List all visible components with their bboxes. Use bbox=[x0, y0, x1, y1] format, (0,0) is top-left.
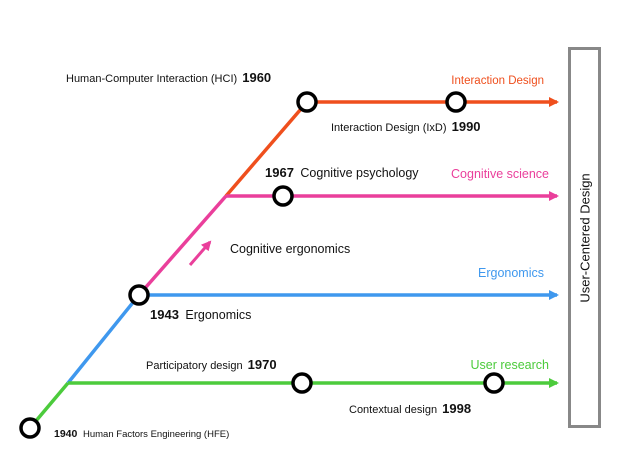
label-contextual-design: Contextual design 1998 bbox=[349, 401, 471, 416]
label-user-research: User research bbox=[471, 358, 550, 372]
label-ergonomics-1943: 1943 Ergonomics bbox=[150, 307, 251, 322]
label-hci: Human-Computer Interaction (HCI) 1960 bbox=[66, 70, 271, 85]
label-interaction-design-ixd: Interaction Design (IxD) 1990 bbox=[331, 119, 481, 134]
label-cognitive-science: Cognitive science bbox=[451, 167, 549, 181]
node-participatory-design-1970 bbox=[291, 372, 313, 394]
label-cognitive-psychology: 1967 Cognitive psychology bbox=[265, 165, 419, 180]
node-ixd-1990 bbox=[445, 91, 467, 113]
label-ergonomics-end: Ergonomics bbox=[478, 266, 544, 280]
node-contextual-design-1998 bbox=[483, 372, 505, 394]
label-participatory-design: Participatory design 1970 bbox=[146, 357, 277, 372]
label-hfe: 1940 Human Factors Engineering (HFE) bbox=[54, 428, 229, 440]
node-ergonomics-1943 bbox=[128, 284, 150, 306]
trunk-blue-segment bbox=[66, 293, 141, 385]
node-cognitive-psychology-1967 bbox=[272, 185, 294, 207]
node-hci-1960 bbox=[296, 91, 318, 113]
user-centered-design-label: User-Centered Design bbox=[577, 172, 592, 303]
label-interaction-design-end: Interaction Design bbox=[451, 75, 544, 87]
label-cognitive-ergonomics: Cognitive ergonomics bbox=[230, 242, 350, 256]
cognitive-ergonomics-arrow bbox=[188, 240, 212, 266]
user-centered-design-box: User-Centered Design bbox=[568, 47, 601, 428]
trunk-pink-segment bbox=[137, 194, 228, 297]
node-hfe-1940 bbox=[19, 417, 41, 439]
trunk-orange-segment bbox=[224, 100, 309, 198]
